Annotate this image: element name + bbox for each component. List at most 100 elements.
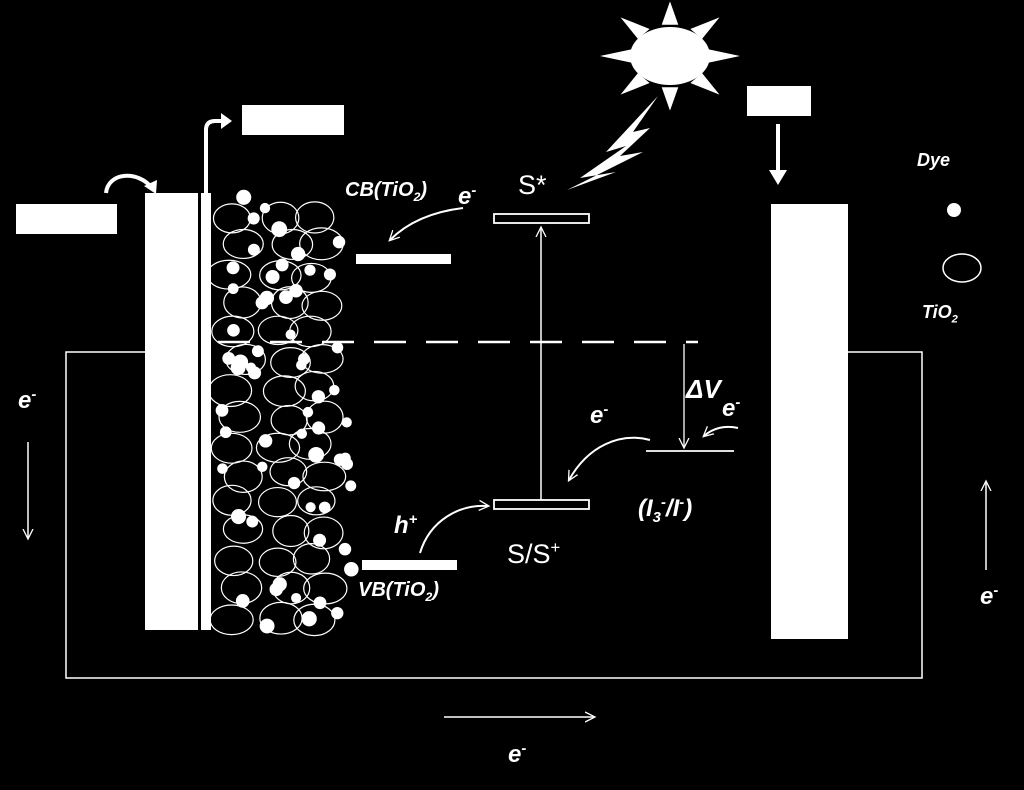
valence-band-bar	[362, 560, 457, 570]
tio2-legend-label: TiO2	[922, 302, 958, 326]
regeneration-arrow	[569, 436, 651, 480]
sun-ray	[661, 87, 679, 111]
tio2-particle	[302, 461, 347, 492]
dye-legend-label: Dye	[917, 150, 951, 170]
dye-molecule	[331, 341, 344, 354]
dye-molecule	[259, 202, 271, 214]
tio2-particle	[255, 432, 301, 463]
external-circuit-wire	[65, 351, 923, 679]
dye-molecule	[222, 351, 236, 365]
dye-molecule	[304, 264, 316, 276]
dye-molecule	[227, 324, 240, 337]
tio2-particle	[269, 457, 308, 487]
tio2-particle	[270, 347, 311, 379]
tio2-nanoparticle-layer	[206, 189, 359, 637]
dye-molecule	[308, 446, 325, 463]
tio2-particle	[272, 514, 310, 548]
dye-molecule	[291, 592, 302, 604]
tio2-particle	[292, 543, 331, 575]
tio2-particle	[214, 545, 254, 577]
tio2-particle	[301, 290, 343, 321]
dye-molecule	[332, 235, 346, 249]
dye-molecule	[247, 243, 260, 256]
dye-molecule	[323, 268, 336, 281]
dye-molecule	[302, 406, 314, 418]
hole-label: h+	[394, 512, 418, 539]
dye-molecule	[313, 596, 327, 610]
valence-band-label: VB(TiO2)	[358, 579, 439, 604]
top-left-label-box	[242, 105, 344, 135]
dye-molecule	[341, 417, 352, 428]
tio2-particle	[222, 228, 264, 260]
tio2-particle	[218, 400, 262, 433]
dye-molecule	[232, 354, 249, 370]
dye-molecule	[312, 421, 326, 435]
dye-molecule	[329, 384, 340, 396]
dye-molecule	[230, 508, 247, 525]
dye-molecule	[318, 501, 331, 514]
tio2-legend-symbol	[942, 253, 982, 283]
dye-molecule	[219, 426, 232, 439]
tio2-particle	[257, 486, 298, 518]
dye-molecule	[345, 480, 357, 492]
tio2-particle	[297, 486, 336, 516]
counter-input-arrowhead	[769, 170, 787, 185]
dye-molecule	[269, 582, 283, 597]
dye-molecule	[246, 515, 259, 528]
dye-molecule	[305, 502, 316, 513]
dye-molecule	[257, 461, 268, 473]
dye-molecule	[331, 606, 344, 620]
sun-ray	[620, 73, 650, 95]
dye-molecule	[287, 476, 301, 490]
dye-molecule	[339, 452, 351, 464]
fto-layer	[201, 193, 211, 630]
anode-glass-electrode	[145, 193, 198, 630]
sun-ray	[661, 1, 679, 25]
dye-molecule	[226, 261, 240, 275]
sun-ray	[690, 73, 720, 95]
dye-molecule	[251, 345, 264, 358]
redox-couple-label: (I3-/I-)	[638, 495, 693, 526]
dye-molecule	[271, 221, 288, 238]
dye-molecule	[245, 362, 257, 373]
sun-ray	[707, 49, 740, 63]
conduction-band-label: CB(TiO2)	[345, 179, 428, 204]
tio2-particle	[212, 203, 251, 234]
regeneration-electron-label: e-	[590, 402, 609, 429]
sun-ray	[620, 17, 650, 39]
tio2-particle	[257, 315, 299, 346]
tio2-particle	[258, 547, 297, 578]
dye-molecule	[265, 269, 280, 284]
anode-curved-arrow	[104, 173, 154, 194]
dye-molecule	[289, 284, 303, 298]
counter-electrode	[771, 204, 848, 639]
dye-molecule	[279, 290, 293, 305]
lightning-bolt-icon	[567, 96, 658, 190]
electron-out-arrowhead	[221, 113, 232, 129]
tio2-particle	[210, 432, 253, 464]
anode-label-box	[16, 204, 117, 234]
dye-excited-state-label: S*	[518, 170, 547, 200]
dye-molecule	[338, 542, 352, 556]
dye-molecule	[301, 611, 317, 627]
dye-molecule	[227, 283, 239, 295]
sun-ray	[690, 17, 720, 39]
left-circuit-electron-label: e-	[18, 387, 37, 414]
counter-electrode-label-box	[747, 86, 811, 116]
dye-molecule	[236, 189, 252, 205]
tio2-particle	[294, 201, 335, 234]
dye-molecule	[259, 618, 275, 634]
anode-curved-arrowhead	[144, 180, 157, 194]
injection-arrow	[390, 207, 464, 240]
dye-excited-level	[493, 213, 590, 224]
dye-molecule	[217, 463, 228, 474]
dye-molecule	[285, 329, 296, 340]
dye-ground-state-label: S/S+	[507, 538, 561, 569]
hole-transfer-arrow	[419, 506, 488, 554]
dye-molecule	[290, 246, 306, 262]
dye-molecule	[296, 428, 308, 439]
dye-legend-symbol	[947, 203, 961, 217]
dye-molecule	[247, 212, 260, 225]
injection-electron-label: e-	[458, 183, 477, 210]
